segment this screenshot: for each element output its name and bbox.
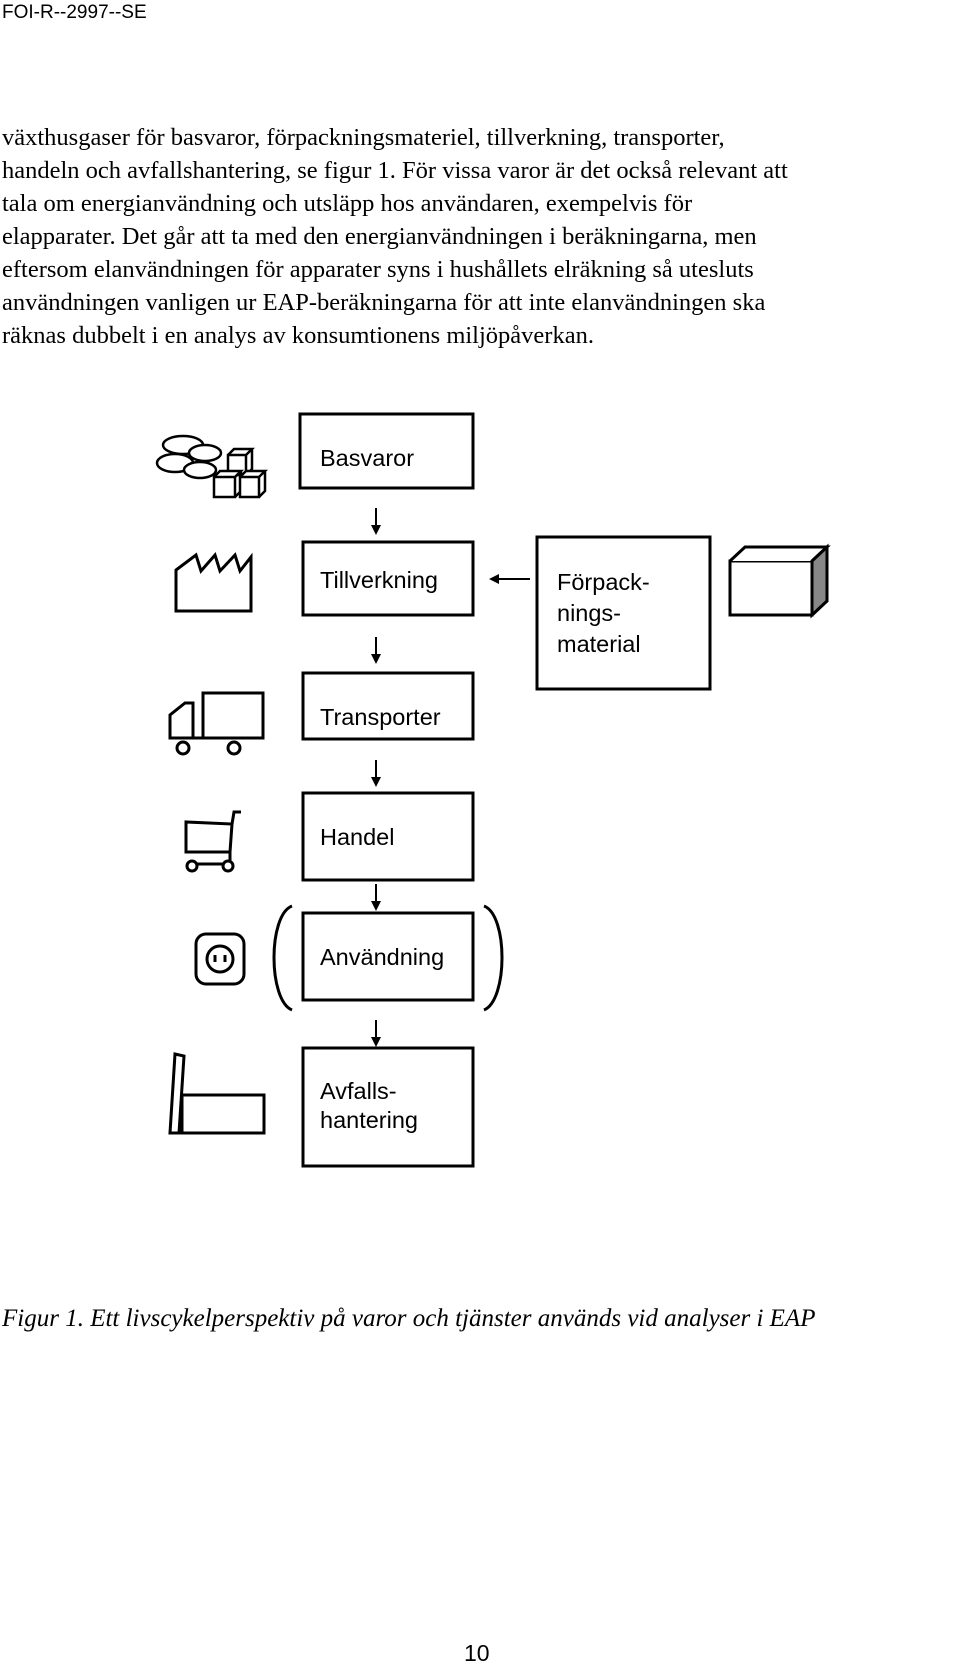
box-transporter-label: Transporter bbox=[320, 704, 441, 730]
box-tillverkning-label: Tillverkning bbox=[320, 567, 438, 593]
shopping-cart-icon bbox=[184, 810, 241, 873]
truck-icon bbox=[168, 691, 265, 756]
box-anvandning-label: Användning bbox=[320, 944, 444, 970]
body-line: räknas dubbelt i en analys av konsumtion… bbox=[2, 322, 594, 349]
box-handel-label: Handel bbox=[320, 824, 394, 850]
factory-icon bbox=[174, 551, 253, 613]
box-transporter: Transporter bbox=[301, 671, 475, 741]
body-paragraph: växthusgaser för basvaror, förpackningsm… bbox=[2, 121, 942, 352]
page-number: 10 bbox=[464, 1640, 490, 1666]
waste-plant-icon bbox=[168, 1052, 266, 1135]
box-forpackningsmaterial-label-2: nings- bbox=[557, 600, 621, 626]
box-avfallshantering-label-2: hantering bbox=[320, 1107, 418, 1133]
box-forpackningsmaterial-label-3: material bbox=[557, 631, 641, 657]
box-basvaror: Basvaror bbox=[298, 412, 475, 490]
figure-caption: Figur 1. Ett livscykelperspektiv på varo… bbox=[2, 1305, 816, 1332]
box-tillverkning: Tillverkning bbox=[301, 540, 475, 617]
box-anvandning: Användning bbox=[272, 904, 504, 1012]
stones-and-boxes-icon bbox=[155, 434, 269, 499]
right-bracket bbox=[483, 904, 504, 1012]
body-line: tala om energianvändning och utsläpp hos… bbox=[2, 190, 693, 217]
box-avfallshantering-label-1: Avfalls- bbox=[320, 1078, 397, 1104]
package-box-icon bbox=[728, 543, 831, 619]
box-basvaror-label: Basvaror bbox=[320, 445, 414, 471]
body-line: eftersom elanvändningen för apparater sy… bbox=[2, 256, 754, 283]
left-bracket bbox=[272, 904, 293, 1012]
box-avfallshantering: Avfalls- hantering bbox=[301, 1046, 475, 1168]
body-line: handeln och avfallshantering, se figur 1… bbox=[2, 157, 788, 184]
box-handel: Handel bbox=[301, 791, 475, 882]
body-line: växthusgaser för basvaror, förpackningsm… bbox=[2, 124, 725, 151]
power-outlet-icon bbox=[194, 932, 246, 986]
document-id: FOI-R--2997--SE bbox=[2, 2, 147, 23]
body-line: elapparater. Det går att ta med den ener… bbox=[2, 223, 757, 250]
body-line: användningen vanligen ur EAP-beräkningar… bbox=[2, 289, 766, 316]
box-forpackningsmaterial: Förpack- nings- material bbox=[535, 535, 712, 691]
box-forpackningsmaterial-label-1: Förpack- bbox=[557, 569, 650, 595]
